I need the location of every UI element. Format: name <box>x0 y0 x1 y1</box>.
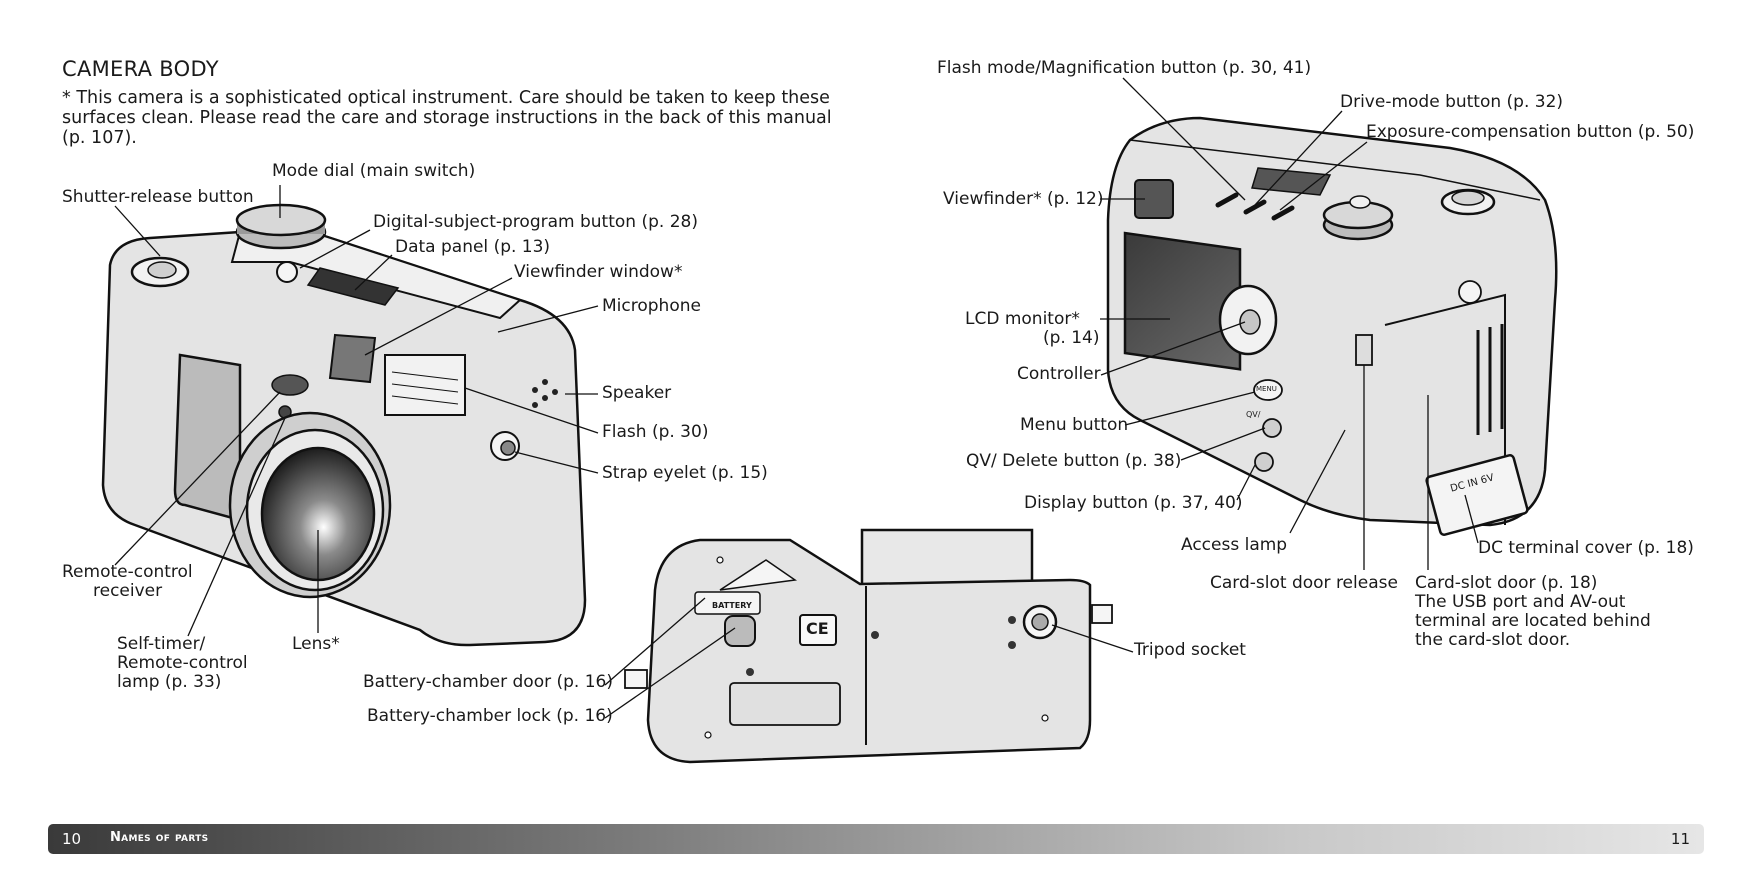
label-viewfinder: Viewfinder* (p. 12) <box>943 189 1104 209</box>
ce-mark: CE <box>806 619 829 638</box>
label-digital-subject: Digital-subject-program button (p. 28) <box>373 212 698 232</box>
label-drive-mode: Drive-mode button (p. 32) <box>1340 92 1564 112</box>
label-card-door-1: Card-slot door (p. 18) <box>1415 573 1598 593</box>
label-dc-cover: DC terminal cover (p. 18) <box>1478 538 1694 558</box>
section-title: CAMERA BODY <box>62 57 219 81</box>
label-speaker: Speaker <box>602 383 672 403</box>
label-lcd-2: (p. 14) <box>1043 328 1100 348</box>
label-self-timer-2: Remote-control <box>117 653 248 673</box>
label-data-panel: Data panel (p. 13) <box>395 237 551 257</box>
label-menu-button: Menu button <box>1020 415 1129 435</box>
label-self-timer-3: lamp (p. 33) <box>117 672 222 692</box>
label-display-button: Display button (p. 37, 40) <box>1024 493 1243 513</box>
label-access-lamp: Access lamp <box>1181 535 1288 555</box>
label-card-door-4: the card-slot door. <box>1415 630 1571 650</box>
label-viewfinder-window: Viewfinder window* <box>514 262 683 282</box>
label-card-door-3: terminal are located behind <box>1415 611 1651 631</box>
label-card-release: Card-slot door release <box>1210 573 1398 593</box>
label-remote-receiver-2: receiver <box>93 581 163 601</box>
label-shutter-release: Shutter-release button <box>62 187 254 207</box>
leader-lines <box>114 77 1479 719</box>
qv-marking: QV/ <box>1246 410 1261 419</box>
label-exposure-comp: Exposure-compensation button (p. 50) <box>1366 122 1695 142</box>
menu-marking: MENU <box>1256 385 1277 393</box>
right-page-number: 11 <box>1670 830 1690 848</box>
intro-paragraph: * This camera is a sophisticated optical… <box>62 88 832 148</box>
footer-section-title: Names of parts <box>110 830 209 845</box>
label-mode-dial: Mode dial (main switch) <box>272 161 476 181</box>
bottom-camera <box>624 528 1113 764</box>
left-page-number: 10 <box>62 830 82 848</box>
label-microphone: Microphone <box>602 296 701 316</box>
front-camera <box>101 203 587 647</box>
label-qv-delete: QV/ Delete button (p. 38) <box>966 451 1182 471</box>
label-battery-lock: Battery-chamber lock (p. 16) <box>367 706 613 726</box>
label-lens: Lens* <box>292 634 340 654</box>
label-self-timer-1: Self-timer/ <box>117 634 206 654</box>
battery-marking: BATTERY <box>712 601 752 610</box>
label-strap-eyelet: Strap eyelet (p. 15) <box>602 463 768 483</box>
label-controller: Controller <box>1017 364 1101 384</box>
label-flash: Flash (p. 30) <box>602 422 709 442</box>
footer-bar: 10 Names of parts 11 <box>48 824 1704 854</box>
label-lcd-1: LCD monitor* <box>965 309 1080 329</box>
label-card-door-2: The USB port and AV-out <box>1415 592 1626 612</box>
label-battery-door: Battery-chamber door (p. 16) <box>363 672 613 692</box>
label-remote-receiver-1: Remote-control <box>62 562 193 582</box>
back-camera <box>1106 116 1558 536</box>
label-flash-mode: Flash mode/Magnification button (p. 30, … <box>937 58 1312 78</box>
label-tripod-socket: Tripod socket <box>1134 640 1246 660</box>
lcd-monitor <box>1123 231 1242 371</box>
